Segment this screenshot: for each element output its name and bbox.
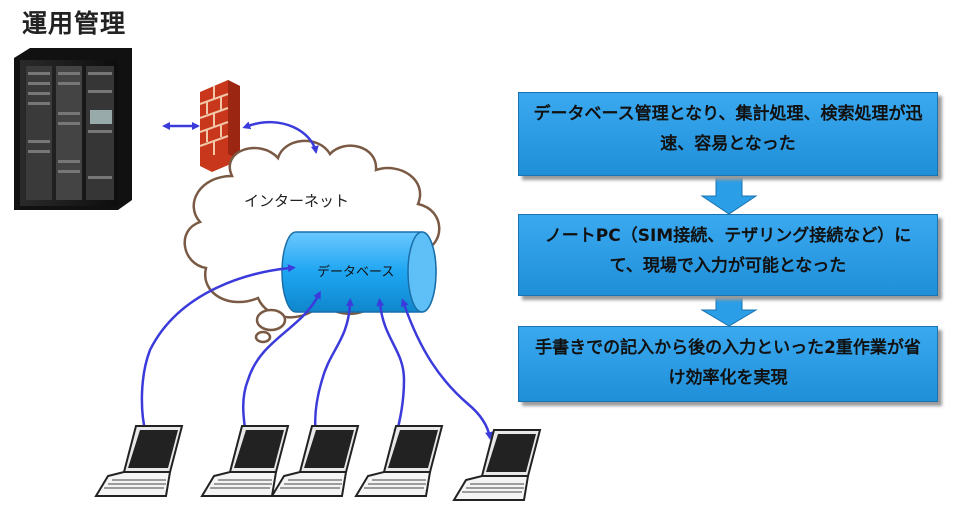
internet-label: インターネット — [244, 192, 349, 210]
flow-step-text: データベース管理となり、集計処理、検索処理が迅速、容易となった — [533, 104, 923, 154]
flow-step-2: ノートPC（SIM接続、テザリング接続など）にて、現場で入力が可能となった — [518, 214, 938, 296]
down-arrow-icon — [700, 295, 758, 327]
firewall-icon — [199, 80, 240, 172]
flow-step-text: 手書きでの記入から後の入力といった2重作業が省け効率化を実現 — [535, 338, 921, 388]
flow-step-text: ノートPC（SIM接続、テザリング接続など）にて、現場で入力が可能となった — [544, 226, 912, 276]
page-title: 運用管理 — [22, 9, 127, 38]
laptop-icon — [270, 425, 360, 497]
laptop-icon — [354, 425, 444, 497]
connection-arrows — [140, 120, 493, 440]
laptop-icon — [200, 425, 290, 497]
database-label: データベース — [317, 264, 394, 280]
flow-step-1: データベース管理となり、集計処理、検索処理が迅速、容易となった — [518, 92, 938, 176]
laptop-icon — [452, 429, 542, 501]
laptop-icon — [94, 425, 184, 497]
flow-arrows — [700, 175, 758, 327]
laptop-icons — [94, 425, 542, 501]
down-arrow-icon — [700, 175, 758, 215]
server-rack-icon — [14, 48, 132, 210]
flow-step-3: 手書きでの記入から後の入力といった2重作業が省け効率化を実現 — [518, 326, 938, 402]
